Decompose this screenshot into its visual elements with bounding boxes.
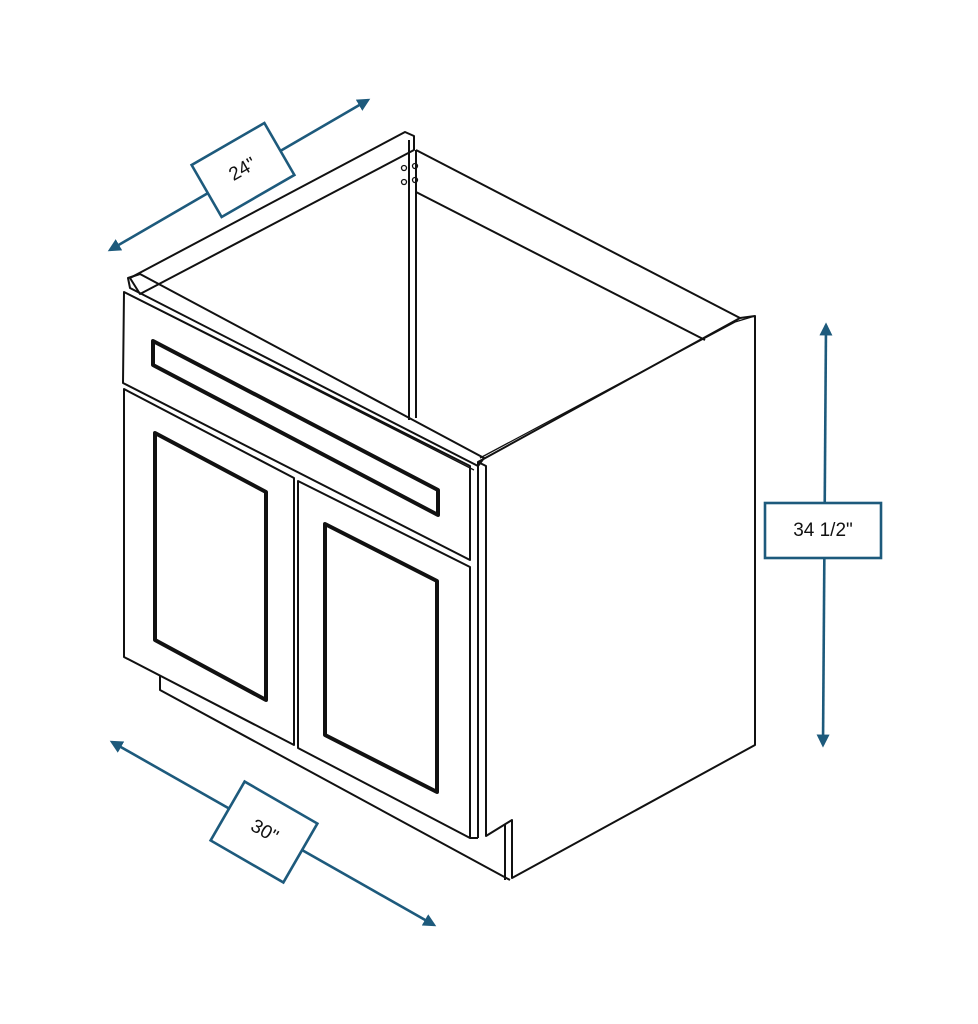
door-right <box>297 480 471 839</box>
depth-dimension: 24" <box>107 98 371 252</box>
height-label: 34 1/2" <box>793 520 853 541</box>
side-panel <box>477 315 756 880</box>
drawer-front <box>122 291 471 561</box>
height-dimension: 34 1/2" <box>763 322 883 748</box>
face-frame-top <box>125 273 485 471</box>
door-left <box>123 388 295 746</box>
toe-kick <box>159 675 511 881</box>
width-dimension: 30" <box>109 740 437 927</box>
